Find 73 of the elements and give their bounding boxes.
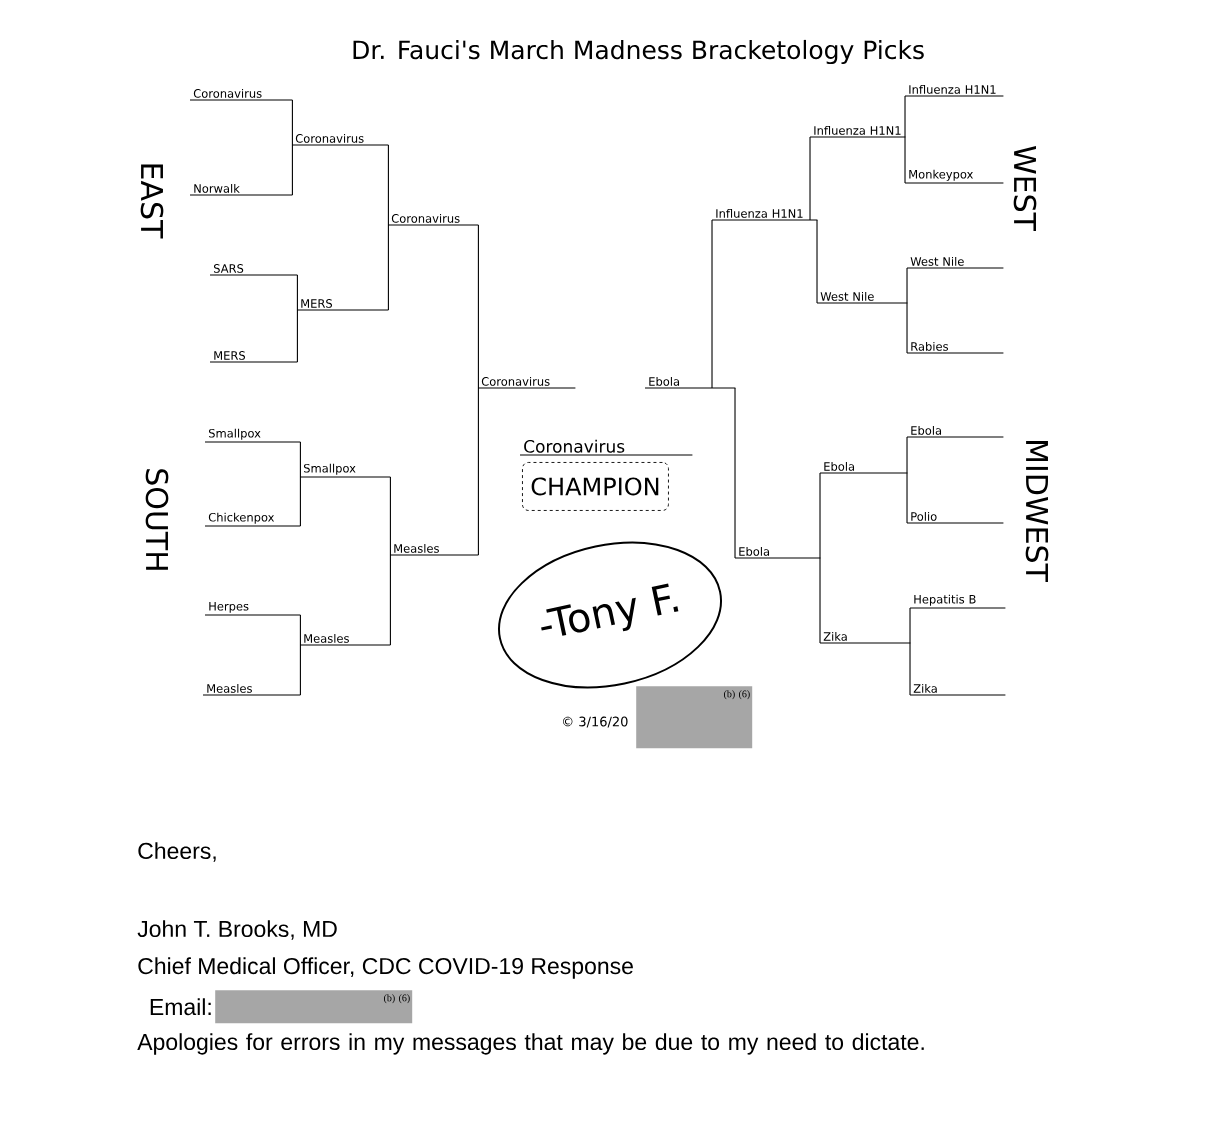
bracket-line (906, 267, 908, 304)
bracket-entry: SARS (209, 264, 298, 276)
bracket-line (299, 441, 301, 478)
bracket-line (906, 472, 908, 524)
field-label: Email: (150, 998, 211, 1016)
champion-box: CHAMPION (522, 462, 669, 511)
bracket-line (906, 436, 908, 474)
bracket-line (299, 476, 301, 527)
bracket-line (809, 136, 811, 221)
signature-line: Cheers, (138, 842, 216, 862)
region-label: EAST (140, 164, 164, 239)
bracket-line (906, 302, 908, 354)
bracket-entry: Smallpox (204, 428, 301, 443)
signature-line: Chief Medical Officer, CDC COVID-19 Response (138, 957, 633, 979)
bracket-entry: Measles (389, 543, 479, 556)
bracket-entry: Ebola (644, 376, 736, 389)
bracket-line (819, 472, 821, 559)
bracket-entry: Chickenpox (204, 512, 301, 527)
bracket-line (389, 554, 391, 646)
region-label: MIDWEST (1025, 441, 1049, 583)
bracket-entry: Coronavirus (477, 376, 576, 389)
redaction-box: (b) (6) (636, 686, 753, 749)
bracket-entry: Coronavirus (387, 213, 479, 226)
bracket-line (711, 219, 713, 389)
bracket-entry: Zika (819, 631, 911, 644)
bracket-entry: Ebola (819, 461, 908, 474)
bracket-entry: Coronavirus (291, 133, 389, 146)
bracket-entry: West Nile (816, 291, 908, 304)
bracket-entry: Influenza H1N1 (809, 125, 906, 138)
bracket-entry: Influenza H1N1 (904, 84, 1004, 97)
bracket-entry: Zika (909, 683, 1006, 696)
bracket-entry: MERS (296, 299, 389, 311)
bracket-line (909, 642, 911, 696)
bracket-entry: Polio (906, 511, 1004, 524)
bracket-entry: Coronavirus (519, 439, 693, 456)
bracket-line (819, 557, 821, 644)
title: Dr. Fauci's March Madness Bracketology Picks (353, 39, 924, 65)
bracket-entry: Measles (299, 633, 391, 646)
date-note: © 3/16/20 (563, 716, 628, 728)
bracket-entry: Ebola (906, 425, 1004, 438)
bracket-line (904, 136, 906, 184)
bracket-line (909, 607, 911, 644)
bracket-entry: Hepatitis B (909, 594, 1006, 609)
bracket-entry: Monkeypox (904, 169, 1004, 184)
bracket-line (387, 224, 389, 311)
bracket-line (387, 144, 389, 226)
region-label: WEST (1013, 146, 1037, 232)
signature-line: John T. Brooks, MD (137, 920, 337, 940)
bracket-line (299, 614, 301, 646)
bracket-entry: Coronavirus (189, 88, 293, 101)
bracket-entry: Norwalk (189, 183, 293, 196)
bracket-line (477, 387, 479, 556)
region-label: SOUTH (145, 469, 169, 570)
bracket-entry: Influenza H1N1 (711, 208, 818, 221)
bracket-line (904, 95, 906, 138)
bracket-line (734, 387, 736, 559)
bracket-entry: West Nile (906, 256, 1004, 269)
bracket-entry: Ebola (734, 546, 821, 559)
note-text: Apologies for errors in my messages that may be due to my need to dictate. (137, 1033, 924, 1055)
bracket-line (299, 644, 301, 696)
bracket-line (296, 274, 298, 311)
bracket-line (816, 219, 818, 304)
bracket-entry: Smallpox (299, 463, 391, 478)
bracket-line (296, 309, 298, 363)
bracket-line (477, 224, 479, 389)
bracket-entry: Herpes (204, 602, 301, 616)
redaction-box: (b) (6) (215, 990, 413, 1024)
bracket-entry: MERS (209, 351, 298, 363)
bracket-line (389, 476, 391, 556)
bracket-entry: Measles (202, 683, 301, 696)
bracket-entry: Rabies (906, 341, 1004, 354)
bracket-line (291, 99, 293, 146)
bracket-line (291, 144, 293, 196)
